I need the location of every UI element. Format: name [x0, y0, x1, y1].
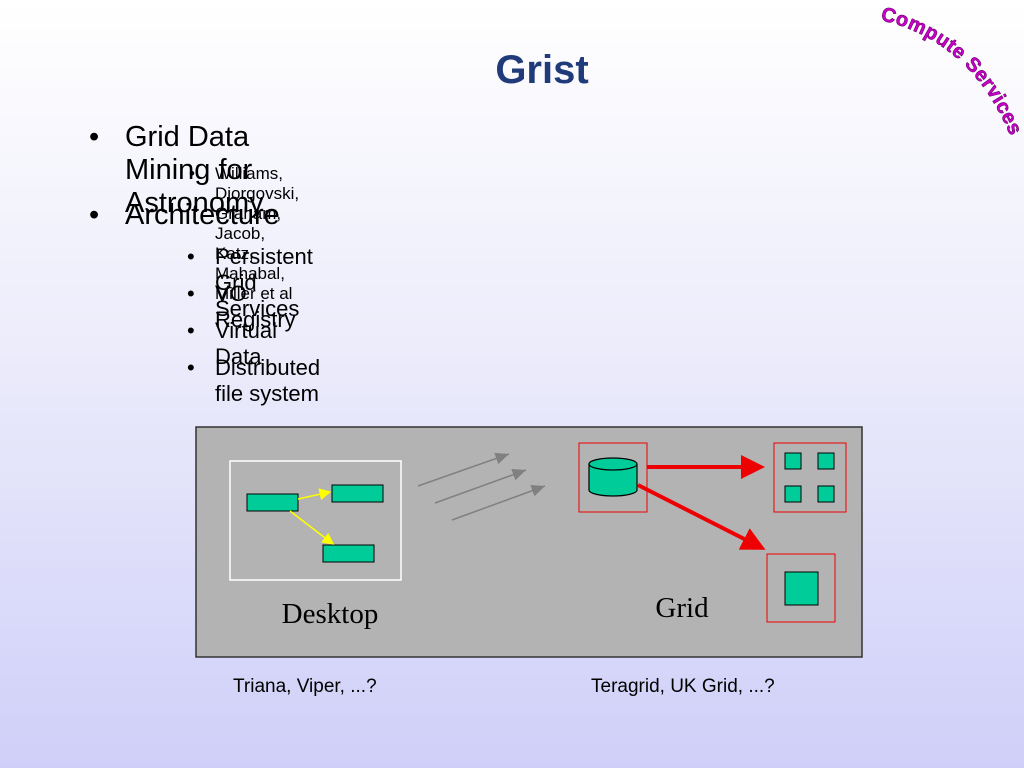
stamp-text: Compute Services: [879, 3, 1024, 139]
svg-text:Compute Services: Compute Services: [879, 3, 1024, 138]
grid-node: [784, 452, 802, 470]
sub-bullet-item: • Virtual Data: [187, 318, 277, 370]
migration-arrow: [417, 452, 510, 487]
grid-node: [784, 571, 819, 606]
red-arrow: [637, 483, 766, 550]
migration-arrow: [451, 485, 546, 521]
grid-node: [817, 485, 835, 503]
bullet-glyph: •: [187, 244, 195, 269]
bullet-glyph: •: [189, 164, 195, 183]
compute-services-stamp: Compute Services: [879, 3, 1024, 139]
grid-label: Grid: [655, 592, 709, 624]
sub-bullet-item: • VO Registry: [187, 281, 296, 333]
bullet-glyph: •: [187, 355, 195, 380]
desktop-component: [322, 544, 375, 563]
desktop-component: [331, 484, 384, 503]
bullet-glyph: •: [187, 318, 195, 343]
bullet-glyph: •: [89, 199, 100, 231]
bullet-glyph: •: [187, 281, 195, 306]
grid-cluster-frame: [773, 442, 847, 513]
sub-bullet-item: • Distributed file system: [187, 355, 321, 407]
sub-bullet-item: • Persistent Grid Services: [187, 244, 313, 322]
bullet-text: Virtual Data: [215, 318, 277, 369]
database-icon: [588, 457, 638, 497]
desktop-component: [246, 493, 299, 512]
sub-bullet-item: • Williams, Djorgovski, Graham, Jacob, K…: [189, 164, 300, 304]
desktop-frame: [229, 460, 402, 581]
architecture-diagram: Desktop Grid: [195, 426, 863, 658]
migration-arrow: [434, 468, 527, 504]
grid-compute-frame: [766, 553, 836, 623]
grid-node: [784, 485, 802, 503]
desktop-caption: Triana, Viper, ...?: [233, 676, 377, 697]
page-title: Grist: [495, 48, 589, 92]
desktop-link-arrow: [297, 488, 332, 501]
grid-node: [817, 452, 835, 470]
bullet-glyph: •: [89, 121, 100, 153]
bullet-text: Williams, Djorgovski, Graham, Jacob, Kat…: [215, 164, 300, 303]
desktop-link-arrow: [289, 510, 335, 545]
grid-caption: Teragrid, UK Grid, ...?: [591, 676, 775, 697]
bullet-text: VO Registry: [215, 281, 296, 332]
bullet-item: • Grid Data Mining for Astronomy: [89, 121, 264, 220]
desktop-label: Desktop: [282, 598, 379, 630]
bullet-item: • Architecture: [89, 199, 280, 232]
grid-service-frame: [578, 442, 648, 513]
bullet-text: Distributed file system: [215, 355, 321, 406]
bullet-text: Architecture: [125, 199, 280, 231]
bullet-text: Grid Data Mining for Astronomy: [125, 121, 264, 219]
bullet-text: Persistent Grid Services: [215, 244, 313, 321]
